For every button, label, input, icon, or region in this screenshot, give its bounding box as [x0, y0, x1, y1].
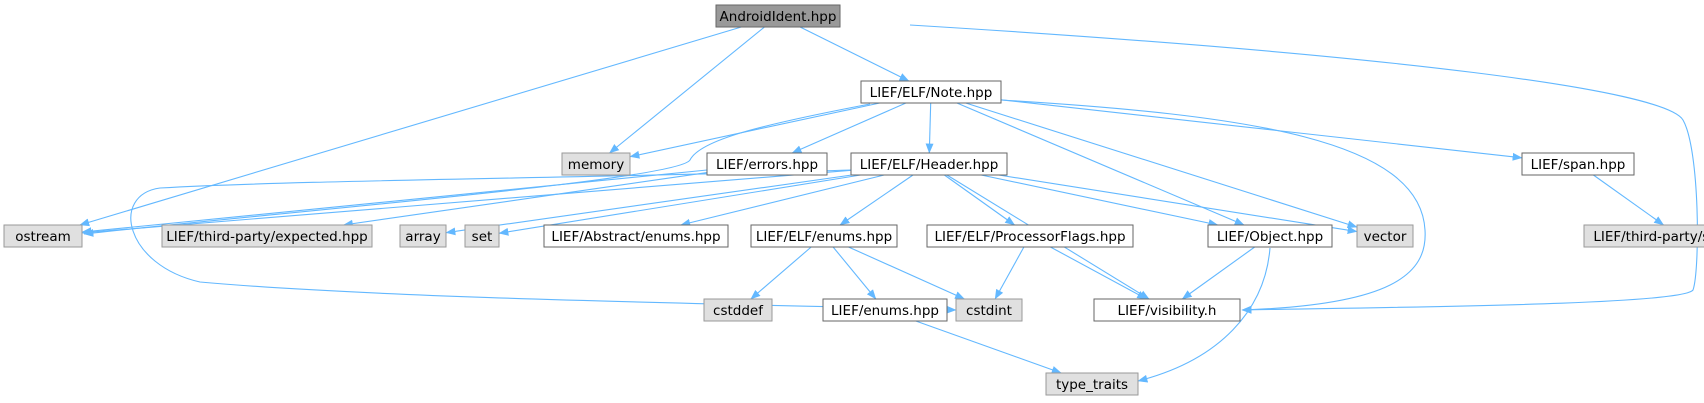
node-tp_span: LIEF/third-party/span.hpp [1583, 224, 1704, 248]
edge-androidident-to-note [799, 26, 910, 82]
edge-note-to-span [1000, 99, 1523, 161]
node-box [1521, 152, 1635, 176]
node-label: LIEF/span.hpp [1531, 157, 1626, 173]
edge-errors-to-ostream [81, 169, 708, 236]
edge-errors-to-expected [342, 172, 708, 228]
edge-procflags-to-cstdint [994, 246, 1025, 300]
node-box [3, 224, 83, 248]
node-object[interactable]: LIEF/Object.hpp [1207, 224, 1333, 248]
edge-note-to-ostream [83, 103, 871, 237]
node-memory: memory [561, 152, 631, 176]
node-array: array [399, 224, 447, 248]
node-label: set [472, 229, 493, 245]
edge-header-to-set [498, 174, 861, 236]
node-label: LIEF/Object.hpp [1217, 229, 1323, 245]
edge-object-to-visibility [1181, 246, 1256, 300]
node-label: LIEF/ELF/Header.hpp [860, 157, 999, 173]
edge-elf_enums-to-cstddef [750, 246, 812, 300]
edge-note-to-errors [791, 102, 907, 154]
node-label: LIEF/ELF/enums.hpp [756, 229, 892, 245]
node-box [464, 224, 500, 248]
edge-androidident-to-memory [609, 26, 765, 154]
edge-androidident-to-ostream [79, 26, 742, 227]
node-box [1583, 224, 1704, 248]
node-label: LIEF/Abstract/enums.hpp [551, 229, 720, 245]
edge-note-to-header [925, 102, 934, 154]
edge-header-to-ostream [81, 169, 852, 236]
node-label: LIEF/errors.hpp [716, 157, 818, 173]
node-label: LIEF/visibility.h [1118, 303, 1217, 319]
node-box [399, 224, 447, 248]
node-label: ostream [15, 229, 71, 245]
edge-note-to-visibility [1000, 99, 1426, 314]
node-label: AndroidIdent.hpp [720, 9, 837, 25]
node-ostream: ostream [3, 224, 83, 248]
node-header[interactable]: LIEF/ELF/Header.hpp [850, 152, 1008, 176]
edge-elf_enums-to-cstdint [848, 246, 965, 300]
node-box [561, 152, 631, 176]
node-box [1356, 224, 1414, 248]
edge-note-to-object [956, 102, 1245, 226]
node-box [703, 298, 773, 322]
node-label: LIEF/third-party/span.hpp [1593, 229, 1704, 245]
edges-layer [79, 24, 1698, 383]
node-box [715, 4, 841, 28]
node-label: LIEF/ELF/Note.hpp [870, 85, 993, 101]
node-box [850, 152, 1008, 176]
node-label: type_traits [1056, 377, 1128, 393]
node-errors[interactable]: LIEF/errors.hpp [706, 152, 828, 176]
node-procflags[interactable]: LIEF/ELF/ProcessorFlags.hpp [926, 224, 1134, 248]
node-box [1093, 298, 1241, 322]
edge-elf_enums-to-lief_enums [832, 246, 877, 300]
node-box [822, 298, 948, 322]
node-box [750, 224, 898, 248]
node-abstract_enums[interactable]: LIEF/Abstract/enums.hpp [543, 224, 729, 248]
edge-procflags-to-visibility [1050, 246, 1148, 300]
node-box [926, 224, 1134, 248]
edge-androidident-to-visibility [909, 24, 1698, 314]
node-label: LIEF/enums.hpp [831, 303, 939, 319]
node-box [543, 224, 729, 248]
node-span[interactable]: LIEF/span.hpp [1521, 152, 1635, 176]
edge-header-to-array [445, 174, 852, 236]
node-cstddef: cstddef [703, 298, 773, 322]
node-label: array [405, 229, 440, 245]
node-label: memory [568, 157, 624, 173]
node-box [860, 80, 1002, 104]
node-elf_enums[interactable]: LIEF/ELF/enums.hpp [750, 224, 898, 248]
edge-header-to-cstdint [130, 169, 957, 314]
node-label: LIEF/third-party/expected.hpp [166, 229, 367, 245]
node-visibility[interactable]: LIEF/visibility.h [1093, 298, 1241, 322]
edge-header-to-procflags [944, 174, 1016, 226]
node-box [161, 224, 373, 248]
edge-header-to-elf_enums [839, 174, 914, 226]
node-box [1207, 224, 1333, 248]
node-label: cstdint [966, 303, 1012, 319]
node-label: cstddef [713, 303, 764, 319]
edge-note-to-vector [965, 102, 1358, 229]
edge-header-to-vector [998, 174, 1358, 235]
node-note[interactable]: LIEF/ELF/Note.hpp [860, 80, 1002, 104]
node-label: vector [1364, 229, 1407, 245]
node-androidident[interactable]: AndroidIdent.hpp [715, 4, 841, 28]
node-set: set [464, 224, 500, 248]
node-label: LIEF/ELF/ProcessorFlags.hpp [934, 229, 1125, 245]
edge-header-to-object [980, 174, 1219, 227]
node-box [955, 298, 1023, 322]
node-box [706, 152, 828, 176]
node-expected: LIEF/third-party/expected.hpp [161, 224, 373, 248]
node-cstdint: cstdint [955, 298, 1023, 322]
edge-note-to-memory [629, 102, 880, 159]
edge-lief_enums-to-type_traits [915, 320, 1062, 374]
node-vector: vector [1356, 224, 1414, 248]
node-type_traits: type_traits [1045, 372, 1139, 396]
edge-object-to-type_traits [1137, 247, 1271, 383]
edge-header-to-abstract_enums [680, 174, 885, 227]
node-lief_enums[interactable]: LIEF/enums.hpp [822, 298, 948, 322]
edge-span-to-tp_span [1593, 174, 1665, 226]
node-box [1045, 372, 1139, 396]
